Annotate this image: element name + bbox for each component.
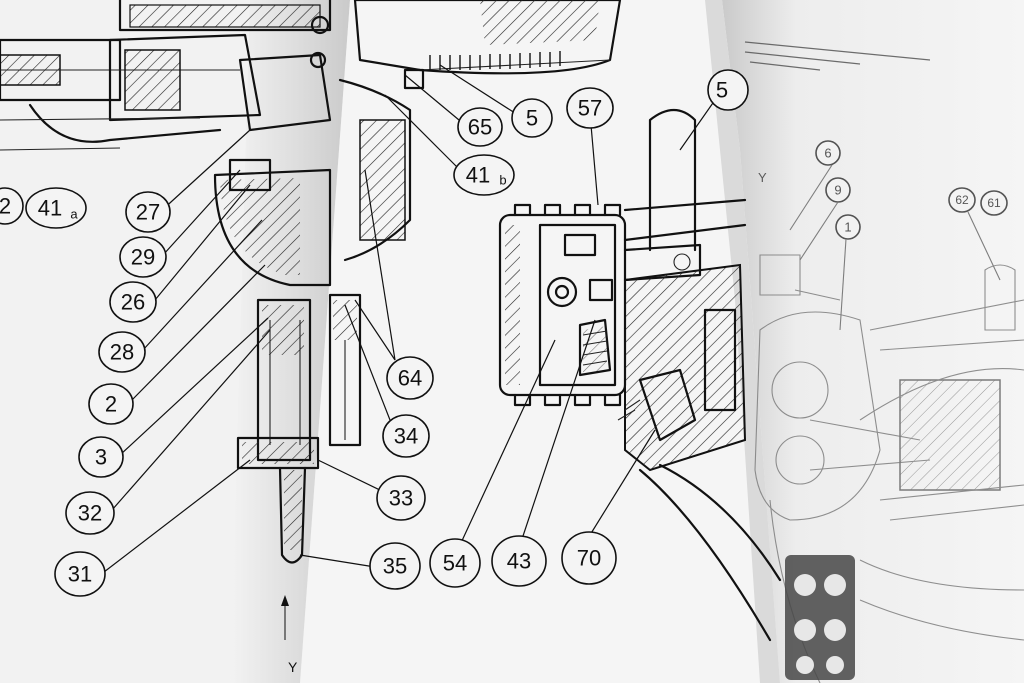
- callout-57: 57: [566, 87, 614, 129]
- callout-29: 29: [119, 236, 167, 278]
- svg-text:Y: Y: [288, 659, 298, 675]
- right-page-text-lines: [744, 41, 931, 71]
- callout-label: 35: [383, 554, 407, 579]
- callout-31: 31: [54, 551, 106, 597]
- callout-label: 2: [0, 194, 11, 219]
- callout-label: 28: [110, 340, 134, 365]
- callout-6: 6: [815, 140, 841, 166]
- callout-41a: 41 a: [25, 187, 87, 229]
- callout-label: 33: [389, 486, 413, 511]
- callout-label: 9: [834, 183, 841, 198]
- callout-label: 31: [68, 562, 92, 587]
- callout-label: 54: [443, 551, 467, 576]
- right-page: [720, 0, 1024, 683]
- callout-26: 26: [109, 281, 157, 323]
- callout-34: 34: [382, 414, 430, 458]
- callout-label: 61: [987, 196, 1001, 210]
- callout-28: 28: [98, 331, 146, 373]
- callout-label: 1: [844, 220, 851, 235]
- middle-drawing: [328, 0, 782, 642]
- callout-27: 27: [125, 191, 171, 233]
- callout-65: 65: [457, 107, 503, 147]
- callout-5-right-edge: 5: [707, 69, 749, 111]
- callout-33: 33: [376, 475, 426, 521]
- callout-62: 62: [948, 187, 976, 213]
- callout-label: 62: [955, 193, 969, 207]
- callout-label: 57: [578, 96, 602, 121]
- callout-label: 6: [824, 146, 831, 161]
- callout-5: 5: [511, 98, 553, 138]
- callout-label: 41: [38, 196, 62, 221]
- right-drawing: Y: [744, 41, 1024, 683]
- callout-label: 34: [394, 424, 418, 449]
- callout-35: 35: [369, 542, 421, 590]
- callout-sub: a: [70, 207, 78, 222]
- callout-label: 26: [121, 290, 145, 315]
- callout-label: 32: [78, 501, 102, 526]
- svg-text:Y: Y: [758, 170, 767, 185]
- callout-32: 32: [65, 491, 115, 535]
- callouts: 2 41 a 27 29 26 28 2 3: [0, 69, 1008, 597]
- callout-label: 64: [398, 366, 422, 391]
- callout-43: 43: [491, 535, 547, 587]
- callout-label: 41: [466, 163, 490, 188]
- callout-1: 1: [835, 214, 861, 240]
- callout-label: 43: [507, 549, 531, 574]
- callout-41b: 41 b: [453, 154, 515, 196]
- callout-label: 5: [716, 78, 728, 103]
- callout-61: 61: [980, 190, 1008, 216]
- callout-label: 3: [95, 445, 107, 470]
- callout-54: 54: [429, 538, 481, 588]
- callout-label: 29: [131, 245, 155, 270]
- callout-label: 65: [468, 115, 492, 140]
- callout-label: 70: [577, 546, 601, 571]
- callout-label: 2: [105, 392, 117, 417]
- callout-label: 5: [526, 106, 538, 131]
- callout-64: 64: [386, 356, 434, 400]
- callout-2-lower: 2: [88, 383, 134, 425]
- callout-9: 9: [825, 177, 851, 203]
- callout-2: 2: [0, 187, 24, 225]
- callout-70: 70: [561, 531, 617, 585]
- callout-sub: b: [499, 173, 506, 188]
- callout-label: 27: [136, 200, 160, 225]
- callout-3: 3: [78, 436, 124, 478]
- leader-lines: [103, 64, 716, 573]
- left-drawing: Y: [0, 0, 332, 675]
